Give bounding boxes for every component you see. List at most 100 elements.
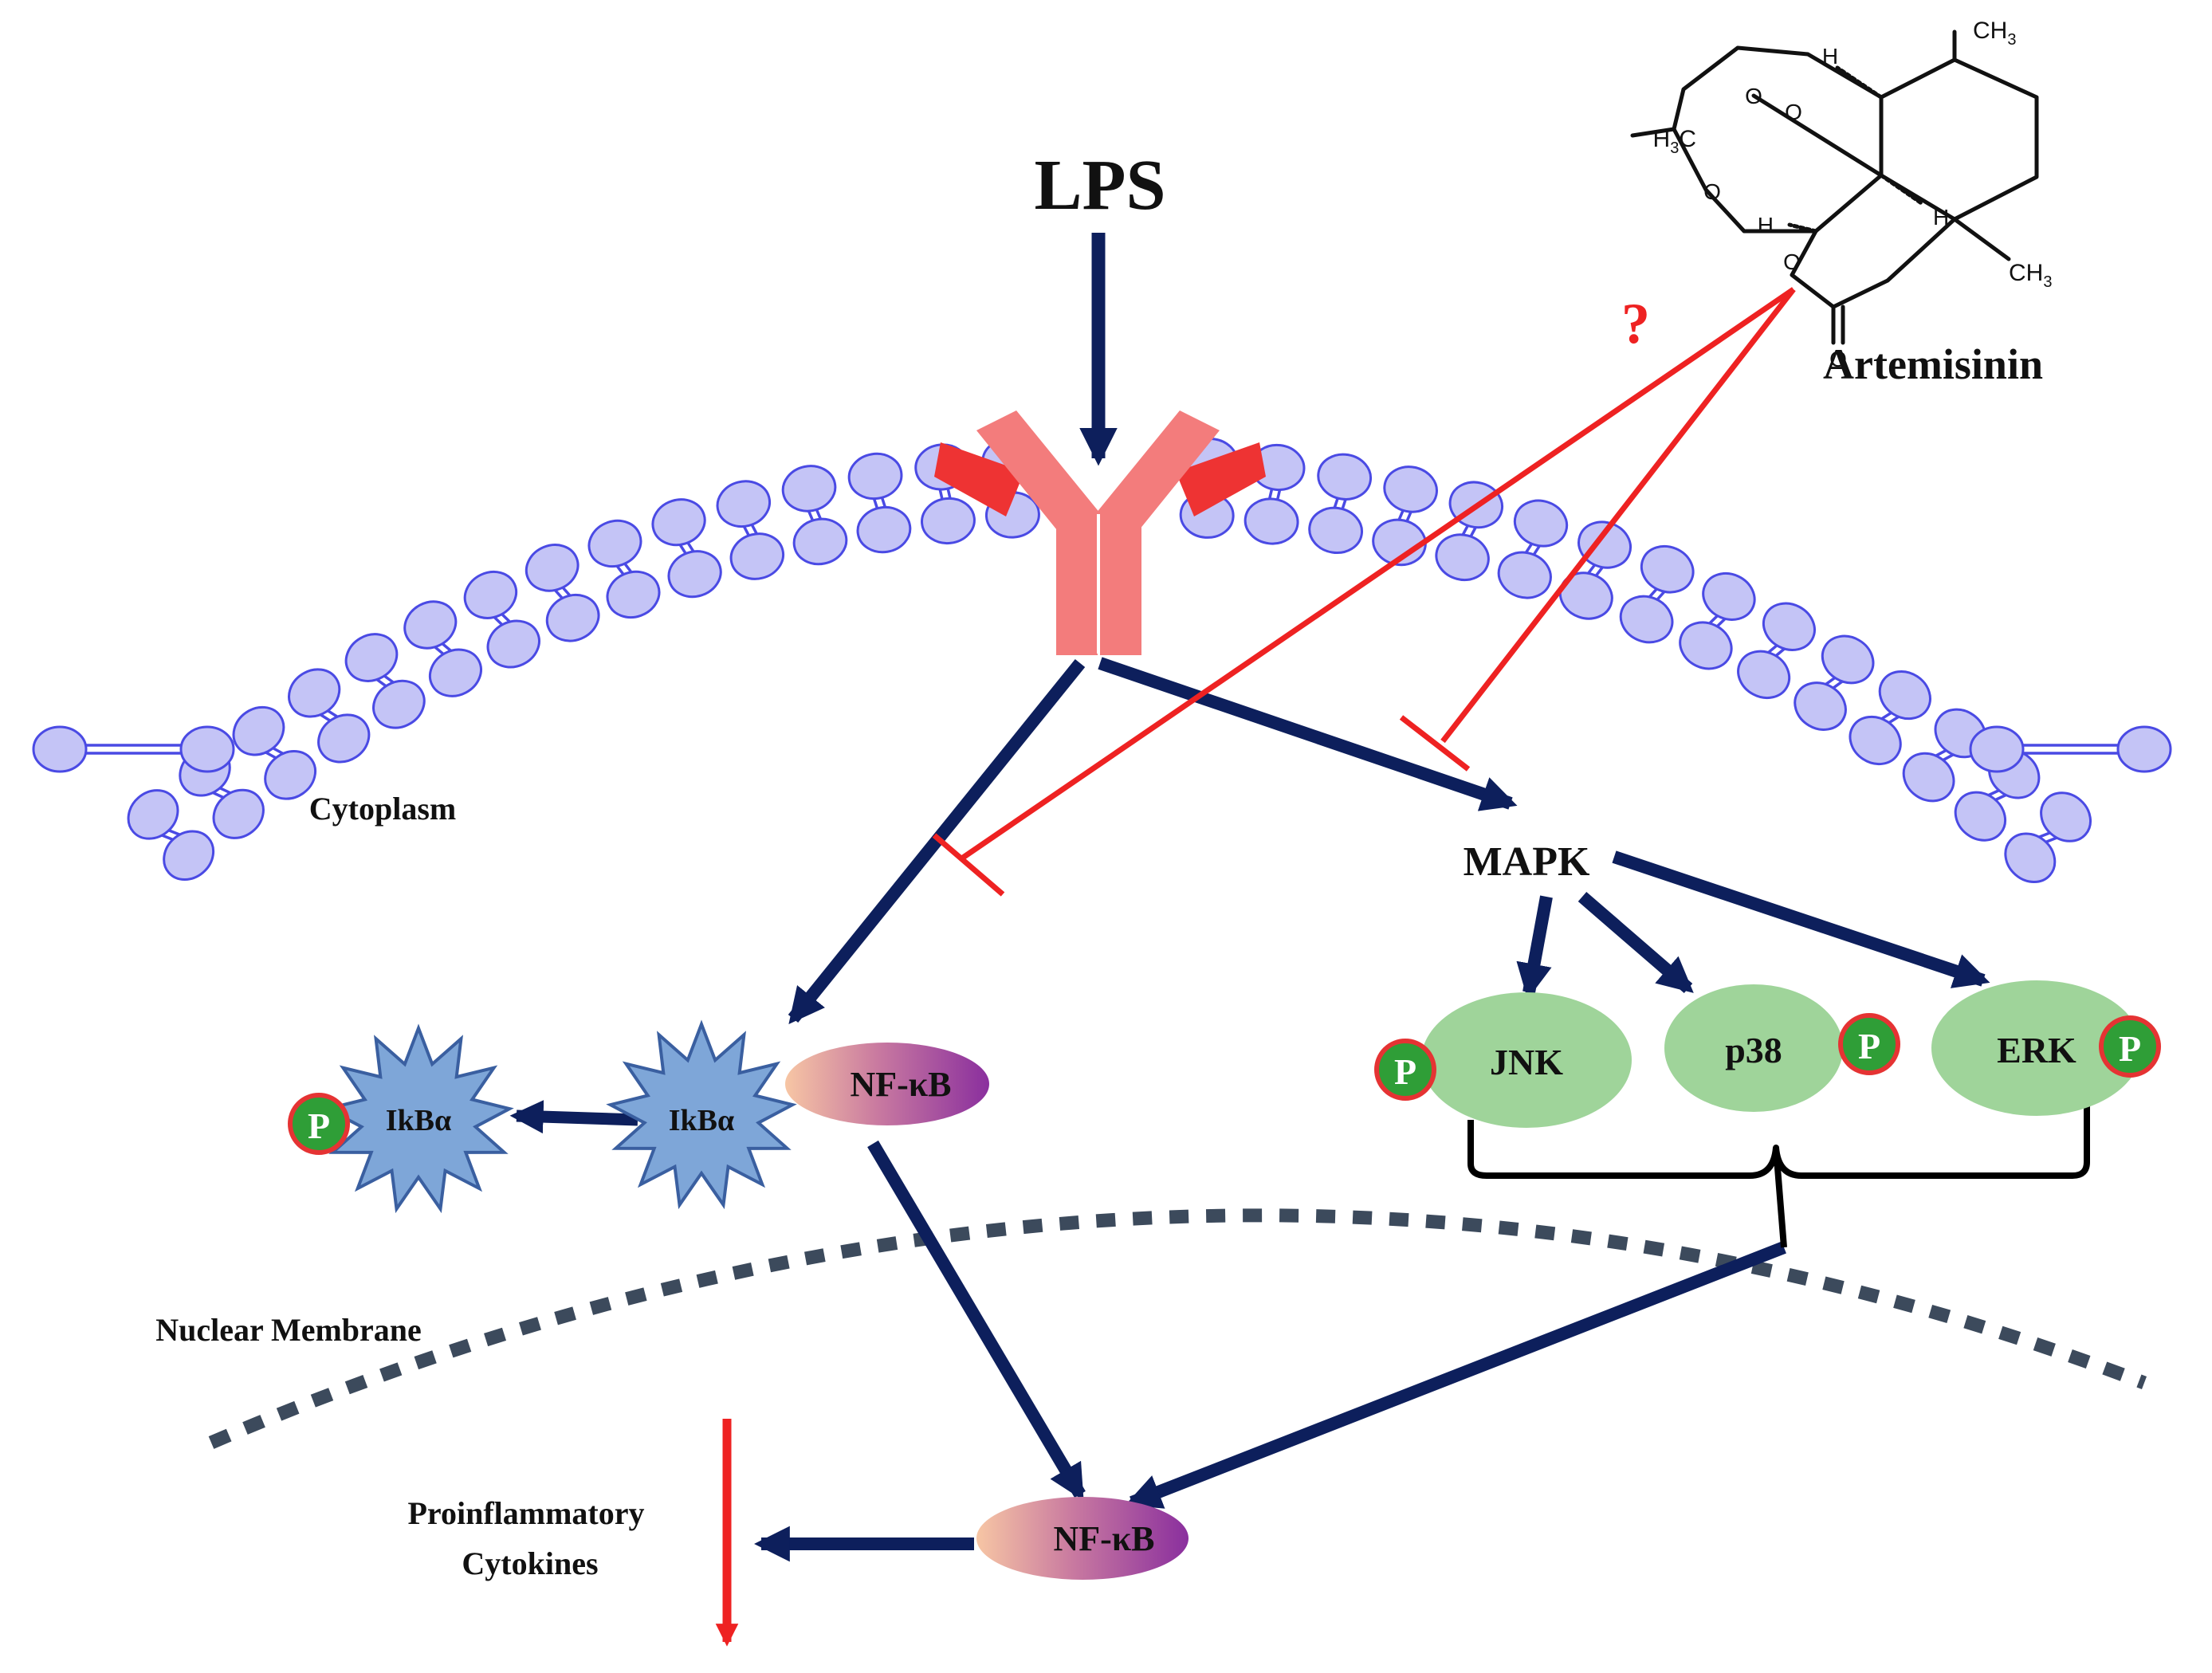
nuclear-membrane-label: Nuclear Membrane [155,1312,422,1348]
arrow-nfkb-translocation [867,1140,1086,1501]
lipid-head-outer [587,519,642,568]
artemisinin-label: Artemisinin [1823,340,2043,388]
arrow-ikba-dissociation [509,1100,638,1134]
phospho-ikba: P [288,1093,350,1155]
atom-o-carbonyl: O [1829,347,1847,371]
atom-o-2: O [1785,100,1802,124]
phospho-p38: P [1838,1013,1900,1075]
artemisinin-structure [1630,29,2039,345]
arrow-mapk-erk [1612,850,1990,988]
lipid-head-outer [1640,544,1695,594]
receptor-ear-left [934,442,1024,516]
phospho-jnk: P [1374,1039,1436,1101]
lipid-head-outer [1821,634,1875,685]
lipid-head-inner [1954,791,2007,842]
lipid-head-outer [1702,571,1756,621]
atom-h-right: H [1933,205,1949,230]
receptor-stem-left [1056,510,1098,655]
bond-oo [1751,93,1884,178]
lipid-head-inner [921,497,976,545]
lipid-head-inner [1308,506,1363,554]
nfkb-nucleus: NF-κB [976,1497,1189,1580]
arrow-receptor-mapk [1098,657,1518,811]
ring-peroxide [1672,45,1884,234]
atom-o-4: O [1783,249,1801,274]
lipid-head-inner [792,517,848,566]
lipid-head-inner [428,648,482,697]
mapk-bracket [1467,1096,2090,1248]
lipid-head-inner [2004,832,2057,884]
svg-text:P: P [2119,1028,2141,1069]
lipid-head-outer [1317,453,1373,501]
kinase-p38: p38 [1664,984,1843,1112]
lipid-head-outer [525,544,580,592]
lipid-head-outer [463,570,518,619]
unknown-mechanism-mark: ? [1621,292,1650,355]
bond-h-left [1787,222,1818,234]
svg-text:P: P [1394,1051,1416,1092]
p38-ellipse [1664,984,1843,1112]
ring-cyclohexane [1879,57,2039,222]
arrow-mapk-nfkb-nucleus [1125,1241,1786,1509]
lipid-head-inner [1244,497,1299,545]
nfkb-nucleus-label: NF-κB [1053,1519,1154,1558]
atom-o-1: O [1745,84,1762,108]
artemisinin-inhibition [715,287,1796,1647]
lipid-head-outer [2040,791,2092,842]
lipid-head-inner [545,593,600,642]
receptor-stem-right [1100,510,1141,655]
lipid-head-inner [1619,595,1674,644]
lipid-head-outer [1383,465,1438,513]
lipid-head-inner [1497,551,1552,599]
atom-h-top: H [1822,44,1838,69]
bond-methyl-left [1630,127,1676,138]
nfkb-cytoplasm: NF-κB [785,1043,989,1125]
nfkb-nucleus-ellipse [976,1497,1189,1580]
arrow-mapk-jnk [1516,895,1553,999]
lipid-head-outer [716,480,772,528]
lipid-head-inner [856,505,912,554]
arrow-mapk-p38 [1577,891,1694,994]
artemisinin-atom-labels: CH3 H3C CH3 H H H O O O O O [1653,18,2053,371]
receptor-ear-right [1176,442,1266,516]
inhibit-bar-mapk [1399,715,1471,772]
tlr-receptor [934,410,1266,655]
lipid-head-inner [317,713,371,764]
lipid-head-outer [781,465,837,513]
lipid-head-end [179,725,235,773]
cytoplasm-label: Cytoplasm [309,791,456,827]
erk-label: ERK [1997,1030,2076,1070]
lipid-head-inner [1737,650,1791,700]
lipid-head-end [32,725,88,773]
nfkb-cytoplasm-ellipse [785,1043,989,1125]
lipid-head-outer [1513,499,1569,548]
inhibit-line-mapk [1440,287,1796,744]
bond-bridge [1813,173,1884,234]
atom-h-left: H [1758,213,1774,238]
bond-h-right [1879,173,1925,206]
lipid-head-end [2116,725,2172,773]
lipid-head-outer [232,705,285,756]
lipid-head-inner [264,750,317,800]
jnk-label: JNK [1490,1042,1563,1082]
lipid-head-inner [486,619,540,669]
lipid-head-inner [1902,752,1955,803]
lipid-head-outer [127,789,179,840]
ikba-star-bound [606,1019,797,1210]
svg-text:P: P [308,1106,330,1146]
lipid-head-inner [1794,681,1847,731]
inhibit-line-nfkb [959,287,1795,862]
kinase-erk: ERK [1931,980,2142,1116]
lipid-head-outer [288,668,341,718]
ikba-free-label: IkBα [386,1104,451,1137]
mapk-label: MAPK [1464,839,1590,885]
lipid-head-outer [344,633,399,682]
lipid-head-inner [163,830,215,881]
lipid-head-inner [1435,533,1490,582]
bond-methyl-lower [1952,217,2011,261]
cytokines-label-line1: Proinflammatory [408,1495,645,1531]
pathway-arrows [509,233,1990,1562]
lipid-head-outer [847,452,903,501]
atom-o-3: O [1703,179,1721,204]
nfkb-cytoplasm-label: NF-κB [850,1065,951,1104]
